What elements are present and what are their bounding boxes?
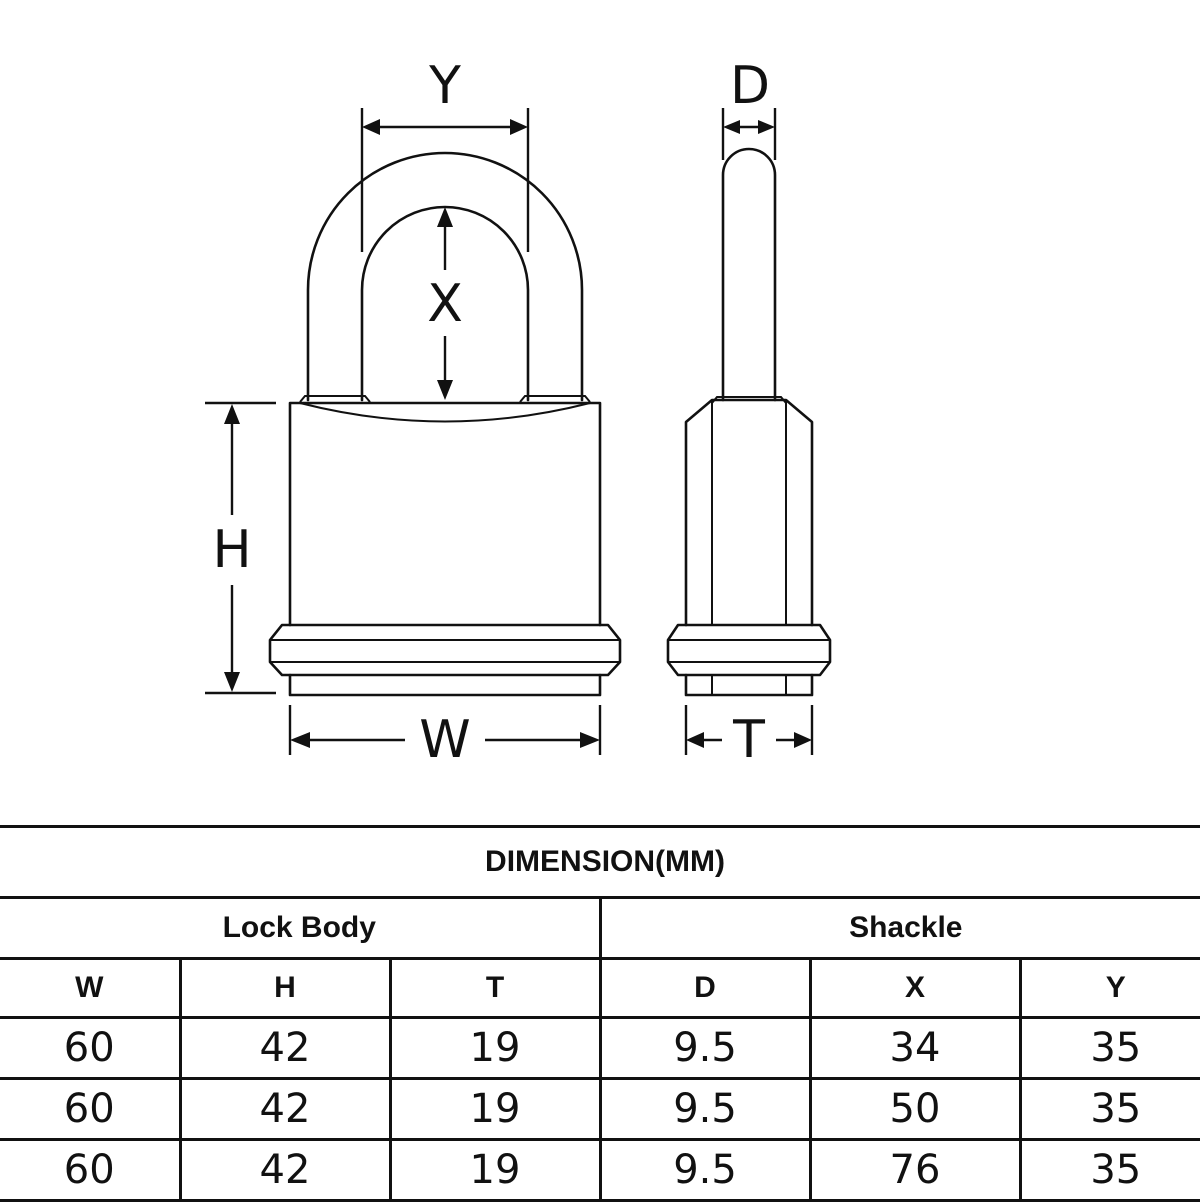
table-cell: 19 [388,1016,602,1080]
table-cell: 19 [388,1138,602,1202]
table-cell: 19 [388,1077,602,1141]
table-cell: 9.5 [598,1016,812,1080]
table-cell: 35 [1018,1077,1200,1141]
table-cell: 76 [808,1138,1022,1202]
bumper-front [268,623,622,677]
table-cell: 42 [178,1077,392,1141]
column-header-h: H [178,957,392,1019]
lock-base-side [684,673,814,697]
lock-body-front [288,401,602,627]
column-header-x: X [808,957,1022,1019]
dimension-w: W [288,705,602,770]
group-lock-body: Lock Body [0,896,602,960]
side-view [666,147,832,697]
dimension-t: T [684,705,814,770]
shackle-collar-right [519,395,591,403]
label-t: T [732,710,765,770]
column-header-y: Y [1018,957,1200,1019]
table-cell: 60 [0,1016,182,1080]
table-title: DIMENSION(MM) [0,825,1200,899]
lock-base-front [288,673,602,697]
label-d: D [730,56,770,116]
table-row: 60 42 19 9.5 34 35 [0,1016,1200,1080]
dimension-d: D [721,56,777,160]
dimension-y: Y [360,56,530,252]
padlock-dimension-drawing: Y X H W D [205,56,832,770]
table-group-row: Lock Body Shackle [0,896,1200,960]
label-h: H [212,520,251,580]
shackle-side [721,147,777,402]
table-cell: 35 [1018,1138,1200,1202]
table-cell: 42 [178,1138,392,1202]
dimension-x: X [427,207,463,400]
dimension-h: H [205,401,276,695]
label-w: W [419,710,470,770]
table-cell: 35 [1018,1016,1200,1080]
table-row: 60 42 19 9.5 50 35 [0,1077,1200,1141]
column-header-d: D [598,957,812,1019]
group-shackle: Shackle [598,896,1200,960]
table-cell: 34 [808,1016,1022,1080]
column-header-t: T [388,957,602,1019]
table-header-row: W H T D X Y [0,957,1200,1019]
table-title-row: DIMENSION(MM) [0,825,1200,899]
table-cell: 9.5 [598,1077,812,1141]
table-cell: 50 [808,1077,1022,1141]
column-header-w: W [0,957,182,1019]
label-y: Y [428,56,461,116]
table-cell: 9.5 [598,1138,812,1202]
front-view [268,151,622,697]
shackle-collar-left [299,395,371,403]
label-x: X [427,274,463,334]
body-top-curve [299,402,591,423]
bumper-side [666,623,832,677]
dimension-table: DIMENSION(MM) Lock Body Shackle W H T D … [0,825,1200,1202]
table-row: 60 42 19 9.5 76 35 [0,1138,1200,1202]
table-cell: 42 [178,1016,392,1080]
lock-body-side [684,398,814,627]
table-cell: 60 [0,1077,182,1141]
table-cell: 60 [0,1138,182,1202]
